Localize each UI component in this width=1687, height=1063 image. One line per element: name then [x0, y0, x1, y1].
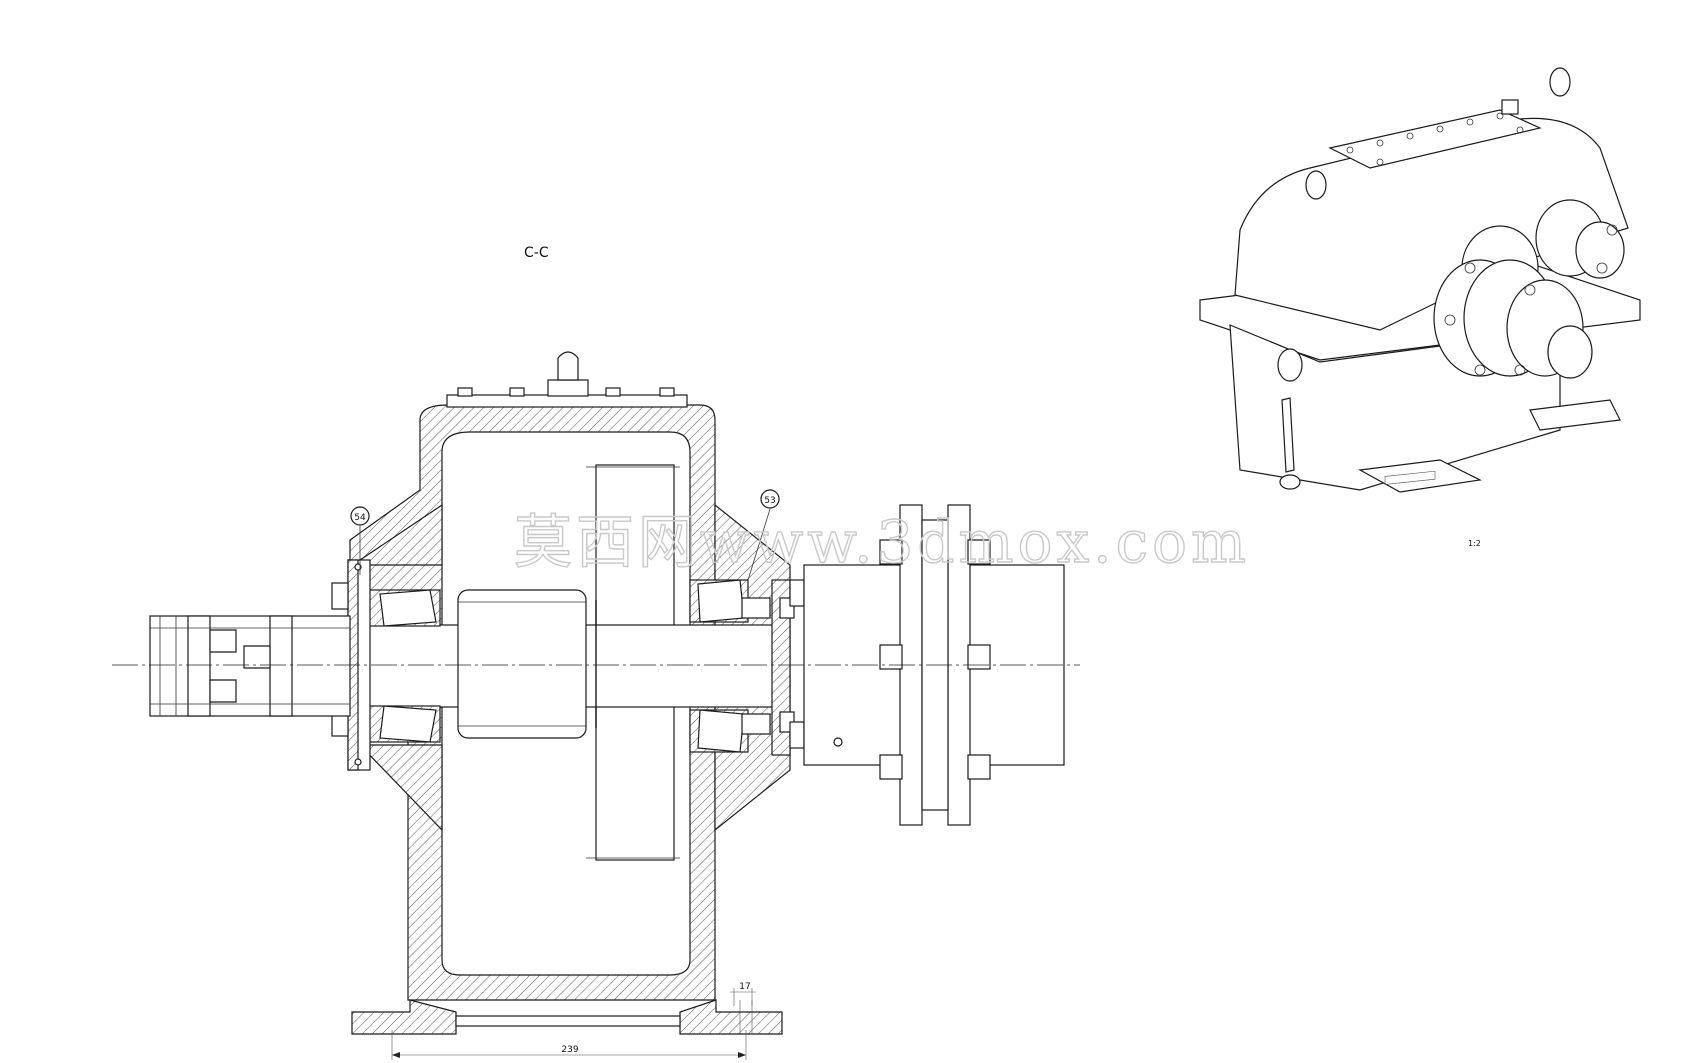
iso-inspection-cover [1328, 109, 1542, 169]
housing-cone-left-bottom [358, 744, 443, 832]
svg-text:54: 54 [354, 513, 366, 523]
balloon-right: 53 [747, 489, 780, 581]
section-label: C-C [524, 245, 549, 261]
iso-shaft-bore [1547, 325, 1593, 379]
right-end-cap [771, 579, 791, 756]
breather-cap [557, 351, 579, 381]
cover-bolts [457, 387, 675, 397]
dimension-foot-width: 17 [730, 982, 756, 1006]
balloon-left: 54 [350, 506, 370, 575]
isometric-view: 1:2 [1199, 67, 1641, 548]
section-view-c-c: C-C [112, 245, 1080, 1060]
iso-lifting-eye-right [1549, 67, 1571, 97]
base-feet [351, 999, 783, 1035]
svg-text:53: 53 [764, 496, 775, 506]
iso-breather [1501, 99, 1519, 115]
iso-lifting-eye-left [1305, 170, 1327, 200]
svg-text:17: 17 [739, 982, 750, 992]
breather-base [547, 379, 589, 397]
iso-oil-sight [1277, 348, 1303, 382]
top-cover-plate [446, 394, 688, 408]
svg-text:239: 239 [561, 1045, 578, 1055]
dimension-base-length: 239 [391, 1030, 747, 1060]
left-bearing [367, 589, 441, 743]
pinion-gear [457, 589, 587, 739]
iso-dipstick [1281, 397, 1295, 473]
right-bearing [689, 579, 771, 753]
right-flange-bolts [789, 579, 805, 749]
watermark: 莫西网www.3dmox.com [514, 508, 1250, 576]
left-jaw-coupling [149, 615, 351, 717]
scale-label: 1:2 [1468, 539, 1481, 548]
